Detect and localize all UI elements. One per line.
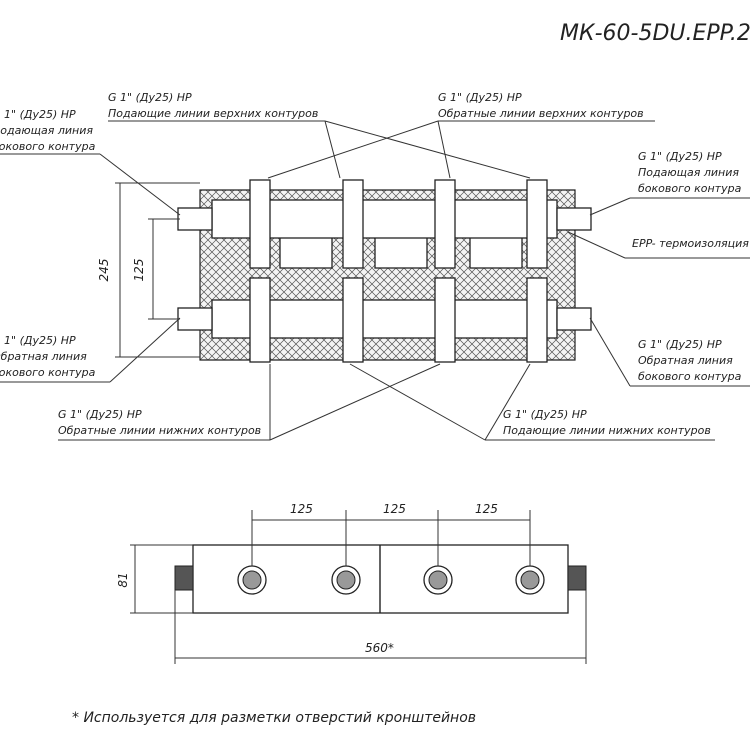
side-left-bottom-spec: G 1" (Ду25) НР bbox=[0, 334, 76, 347]
bottom-left-desc: Обратные линии нижних контуров bbox=[58, 424, 261, 437]
bottom-right-spec: G 1" (Ду25) НР bbox=[503, 408, 587, 421]
manifold-section-view bbox=[177, 179, 592, 363]
dim-125-vertical: 125 bbox=[132, 259, 146, 282]
side-right-bottom-desc2: бокового контура bbox=[638, 370, 742, 383]
plan-left-thread bbox=[174, 565, 194, 591]
bottom-left-spec: G 1" (Ду25) НР bbox=[58, 408, 142, 421]
outlet-2 bbox=[342, 179, 364, 269]
top-left-spec: G 1" (Ду25) НР bbox=[108, 91, 192, 104]
side-right-bottom-desc1: Обратная линия bbox=[638, 354, 733, 367]
top-right-spec: G 1" (Ду25) НР bbox=[438, 91, 522, 104]
top-right-desc: Обратные линии верхних контуров bbox=[438, 107, 644, 120]
footnote: * Используется для разметки отверстий кр… bbox=[72, 710, 476, 726]
top-left-desc: Подающие линии верхних контуров bbox=[108, 107, 318, 120]
dim-560: 560* bbox=[365, 641, 394, 655]
side-left-top-desc2: бокового контура bbox=[0, 140, 96, 153]
side-left-bottom-desc1: Обратная линия bbox=[0, 350, 87, 363]
dim-125-c: 125 bbox=[475, 502, 498, 516]
side-right-top-spec: G 1" (Ду25) НР bbox=[638, 150, 722, 163]
dim-125-a: 125 bbox=[290, 502, 313, 516]
dimension-spacing: 125 125 125 bbox=[251, 502, 531, 566]
outlet-4 bbox=[526, 179, 548, 269]
manifold-plan-view bbox=[174, 544, 587, 614]
side-right-top-desc2: бокового контура bbox=[638, 182, 742, 195]
side-right-bottom-spec: G 1" (Ду25) НР bbox=[638, 338, 722, 351]
dimension-length: 560* bbox=[174, 590, 587, 664]
outlet-1 bbox=[249, 179, 271, 269]
dimension-body-height: 81 bbox=[116, 544, 193, 614]
outlet-8 bbox=[526, 277, 548, 363]
dim-245: 245 bbox=[97, 259, 111, 282]
outlet-7 bbox=[434, 277, 456, 363]
dimension-height: 245 125 bbox=[97, 182, 200, 358]
left-top-nozzle bbox=[177, 207, 213, 231]
outlet-5 bbox=[249, 277, 271, 363]
insulation-label: EPP- термоизоляция bbox=[632, 237, 749, 250]
dim-81: 81 bbox=[116, 572, 130, 587]
bottom-right-desc: Подающие линии нижних контуров bbox=[503, 424, 711, 437]
dim-125-b: 125 bbox=[383, 502, 406, 516]
left-bottom-nozzle bbox=[177, 307, 213, 331]
side-left-top-spec: G 1" (Ду25) НР bbox=[0, 108, 76, 121]
right-top-nozzle bbox=[556, 207, 592, 231]
drawing-title: МК-60-5DU.EPP.2 bbox=[560, 21, 750, 46]
outlet-3 bbox=[434, 179, 456, 269]
side-right-top-desc1: Подающая линия bbox=[638, 166, 739, 179]
outlet-6 bbox=[342, 277, 364, 363]
side-left-top-desc1: Подающая линия bbox=[0, 124, 93, 137]
right-bottom-nozzle bbox=[556, 307, 592, 331]
plan-right-thread bbox=[567, 565, 587, 591]
side-left-bottom-desc2: бокового контура bbox=[0, 366, 96, 379]
